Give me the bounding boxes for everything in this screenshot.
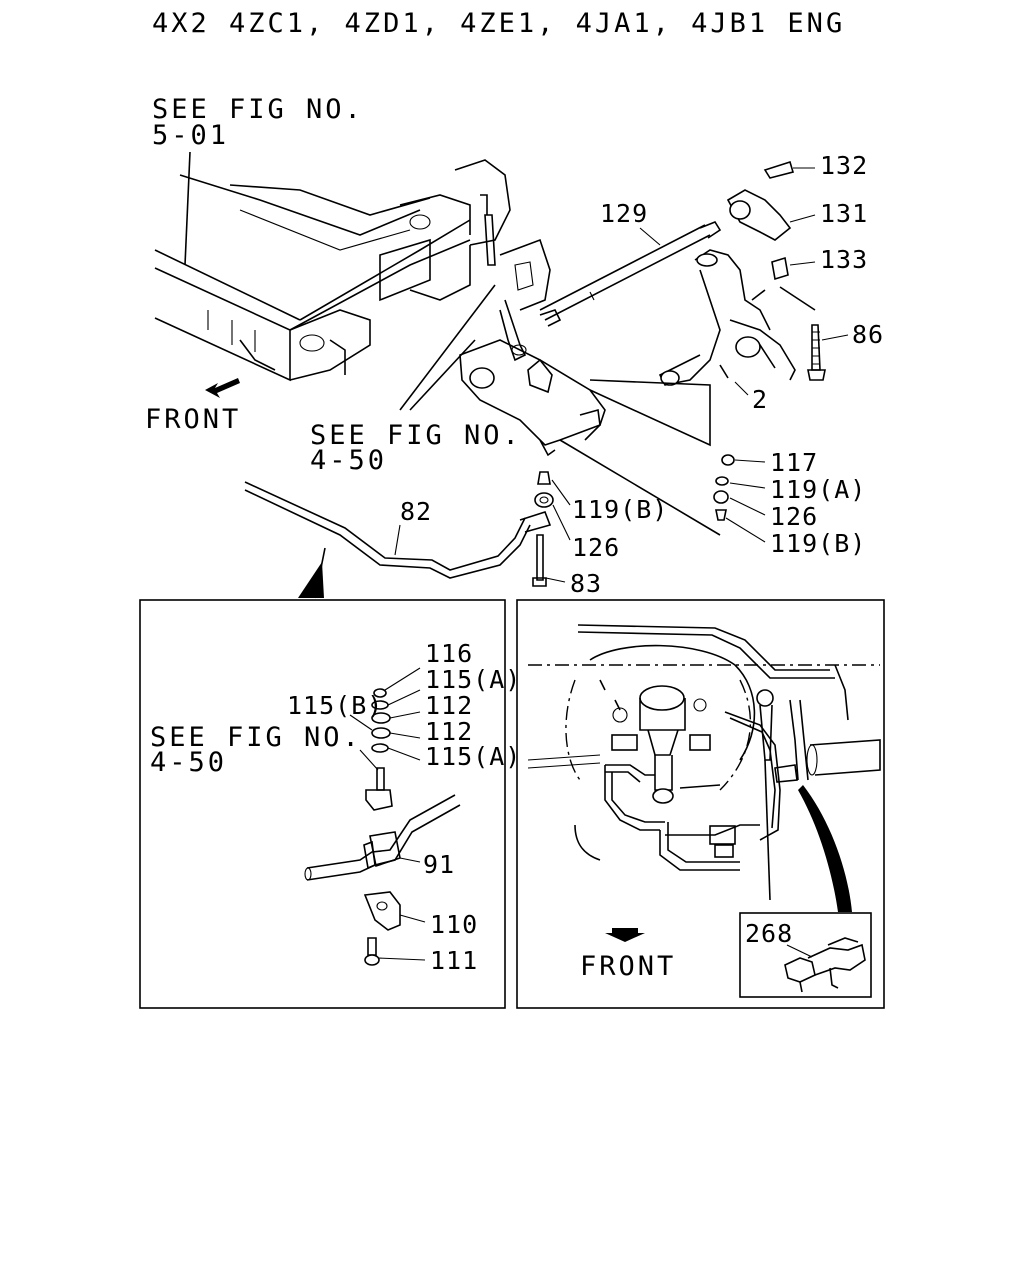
clip-detail-box [739,912,872,998]
leader-4-50-b [409,339,476,411]
leader-4-50-a [399,284,496,411]
callout-268: 268 [745,919,793,948]
front-arrow-inset [605,928,645,942]
clip-268-shape [784,937,866,993]
diagram-title: 4X2 4ZC1, 4ZD1, 4ZE1, 4JA1, 4JB1 ENG [152,8,845,39]
part-131-shape [726,189,792,241]
callout-111: 111 [430,946,478,975]
inset-see-fig-line2: 4-50 [150,747,227,778]
inset-brake-lines [527,624,881,901]
inset-pointer-arrow [298,562,324,598]
lower-control-arm [459,339,606,457]
inset-stabilizer-parts [304,667,461,966]
callout-126-right: 126 [770,502,818,531]
arm-mount-hardware [559,379,735,536]
front-label-main: FRONT [145,404,241,435]
stabilizer-bar [244,481,552,579]
callout-119a: 119(A) [770,475,866,504]
end-link-hardware [532,471,554,587]
callout-117: 117 [770,448,818,477]
steering-knuckle [658,249,796,386]
callout-110: 110 [430,910,478,939]
leader-133-86 [779,286,816,311]
front-arrow-main [205,378,240,398]
callout-119b-left: 119(B) [572,495,668,524]
callout-112-2: 112 [425,717,473,746]
callout-132: 132 [820,151,868,180]
callout-83: 83 [570,569,602,598]
callout-86: 86 [852,320,884,349]
leader-5-01 [184,151,191,266]
see-fig-5-01-line1: SEE FIG NO. [152,94,364,125]
shock-absorber [480,194,551,362]
inset-see-fig-line1: SEE FIG NO. [150,722,362,753]
upper-ball-joint-group [726,160,795,281]
bolt-86 [807,324,826,381]
see-fig-5-01-line2: 5-01 [152,120,229,151]
part-133-shape [771,256,789,281]
callout-116: 116 [425,639,473,668]
part-132-shape [763,160,795,179]
callout-115b: 115(B) [287,691,383,720]
detail-pointer-arrow [798,785,852,912]
callout-131: 131 [820,199,868,228]
callout-129: 129 [600,199,648,228]
inset-brake-box [516,599,885,1009]
callout-2: 2 [752,385,768,414]
inset-stabilizer-box [139,599,506,1009]
see-fig-4-50-line1: SEE FIG NO. [310,420,522,451]
callout-82: 82 [400,497,432,526]
callout-126-left: 126 [572,533,620,562]
see-fig-4-50-line2: 4-50 [310,445,387,476]
callout-133: 133 [820,245,868,274]
callout-112-1: 112 [425,691,473,720]
callout-115a-2: 115(A) [425,742,521,771]
front-label-inset: FRONT [580,951,676,982]
callout-115a-1: 115(A) [425,665,521,694]
frame-chassis [154,159,511,382]
callout-91: 91 [423,850,455,879]
torsion-bar [539,221,722,327]
callout-119b-right: 119(B) [770,529,866,558]
